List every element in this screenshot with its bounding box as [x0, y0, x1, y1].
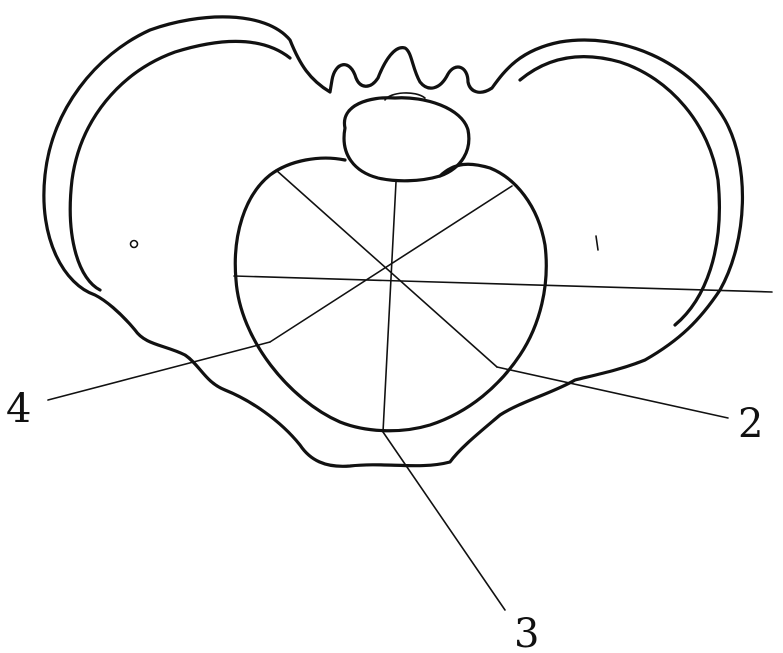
label-4: 4 [6, 386, 31, 432]
right-ilium-tick [596, 236, 598, 250]
leader-line-4 [48, 342, 270, 400]
leader-line-2 [497, 367, 728, 418]
transverse-diameter-line-2 [234, 276, 772, 292]
label-3: 3 [514, 611, 539, 653]
left-ilium-dot [131, 241, 138, 248]
leader-line-3 [383, 432, 505, 610]
anteroposterior-line-3 [383, 182, 396, 432]
left-oblique-line-4 [270, 186, 512, 342]
left-iliac-rim [70, 41, 290, 290]
label-2: 2 [738, 401, 763, 447]
right-oblique-line-2 [276, 170, 497, 367]
